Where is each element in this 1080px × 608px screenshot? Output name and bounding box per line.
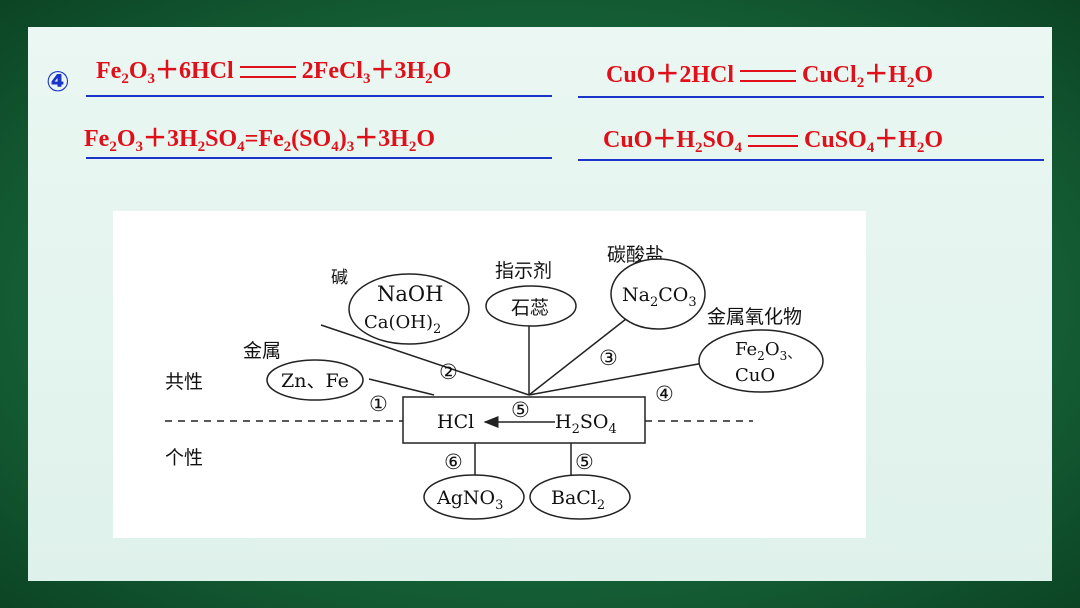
item-marker: ④	[46, 65, 70, 98]
link-base	[320, 324, 530, 396]
ellipse-metal-oxide	[698, 329, 824, 393]
label-individual: 个性	[165, 447, 203, 469]
label-metal-oxide: 金属氧化物	[707, 306, 802, 328]
na2co3-text: Na2CO3	[622, 284, 697, 310]
naoh-text: NaOH	[377, 282, 443, 306]
ellipse-metal	[266, 359, 364, 401]
cuo-text: CuO	[735, 365, 775, 386]
answer-underline	[578, 159, 1044, 161]
agno3-text: AgNO3	[436, 487, 503, 513]
ellipse-bacl2	[529, 474, 631, 520]
answer-underline	[578, 96, 1044, 98]
label-metal: 金属	[243, 340, 281, 362]
ellipse-agno3	[423, 474, 525, 520]
label-indicator: 指示剂	[495, 260, 552, 282]
metals-text: Zn、Fe	[281, 370, 349, 392]
h2so4-label: H2SO4	[555, 411, 617, 437]
num-4: ④	[655, 382, 674, 406]
num-6: ⑥	[444, 450, 463, 474]
equals-sign	[740, 70, 797, 83]
acid-box	[402, 396, 646, 444]
link-carbonate	[528, 318, 627, 396]
fe2o3-text: Fe2O3、	[735, 339, 801, 363]
equals-sign	[239, 66, 296, 79]
ellipse-indicator	[485, 285, 577, 327]
num-5-bottom: ⑤	[575, 450, 594, 474]
answer-underline	[86, 95, 552, 97]
equation-fe2o3-h2so4: Fe2O3＋3H2SO4=Fe2(SO4)3＋3H2O	[84, 126, 436, 155]
bacl2-text: BaCl2	[551, 487, 605, 513]
num-1: ①	[369, 392, 388, 416]
num-5-center: ⑤	[511, 398, 530, 422]
ellipse-base	[348, 273, 470, 345]
caoh2-text: Ca(OH)2	[364, 312, 441, 337]
hcl-label: HCl	[437, 411, 474, 433]
litmus-text: 石蕊	[511, 297, 549, 319]
equals-sign	[748, 135, 799, 148]
label-common: 共性	[165, 371, 203, 393]
ellipse-carbonate	[610, 258, 706, 330]
num-3: ③	[599, 346, 618, 370]
num-2: ②	[439, 360, 458, 384]
link-oxide	[528, 361, 710, 396]
link-metal	[368, 378, 435, 396]
acid-properties-diagram: HCl H2SO4 碱 指示剂 碳酸盐 金属 金属氧化物 共性 个性 NaOH …	[113, 211, 866, 538]
answer-underline	[86, 157, 552, 159]
label-base: 碱	[331, 268, 348, 288]
